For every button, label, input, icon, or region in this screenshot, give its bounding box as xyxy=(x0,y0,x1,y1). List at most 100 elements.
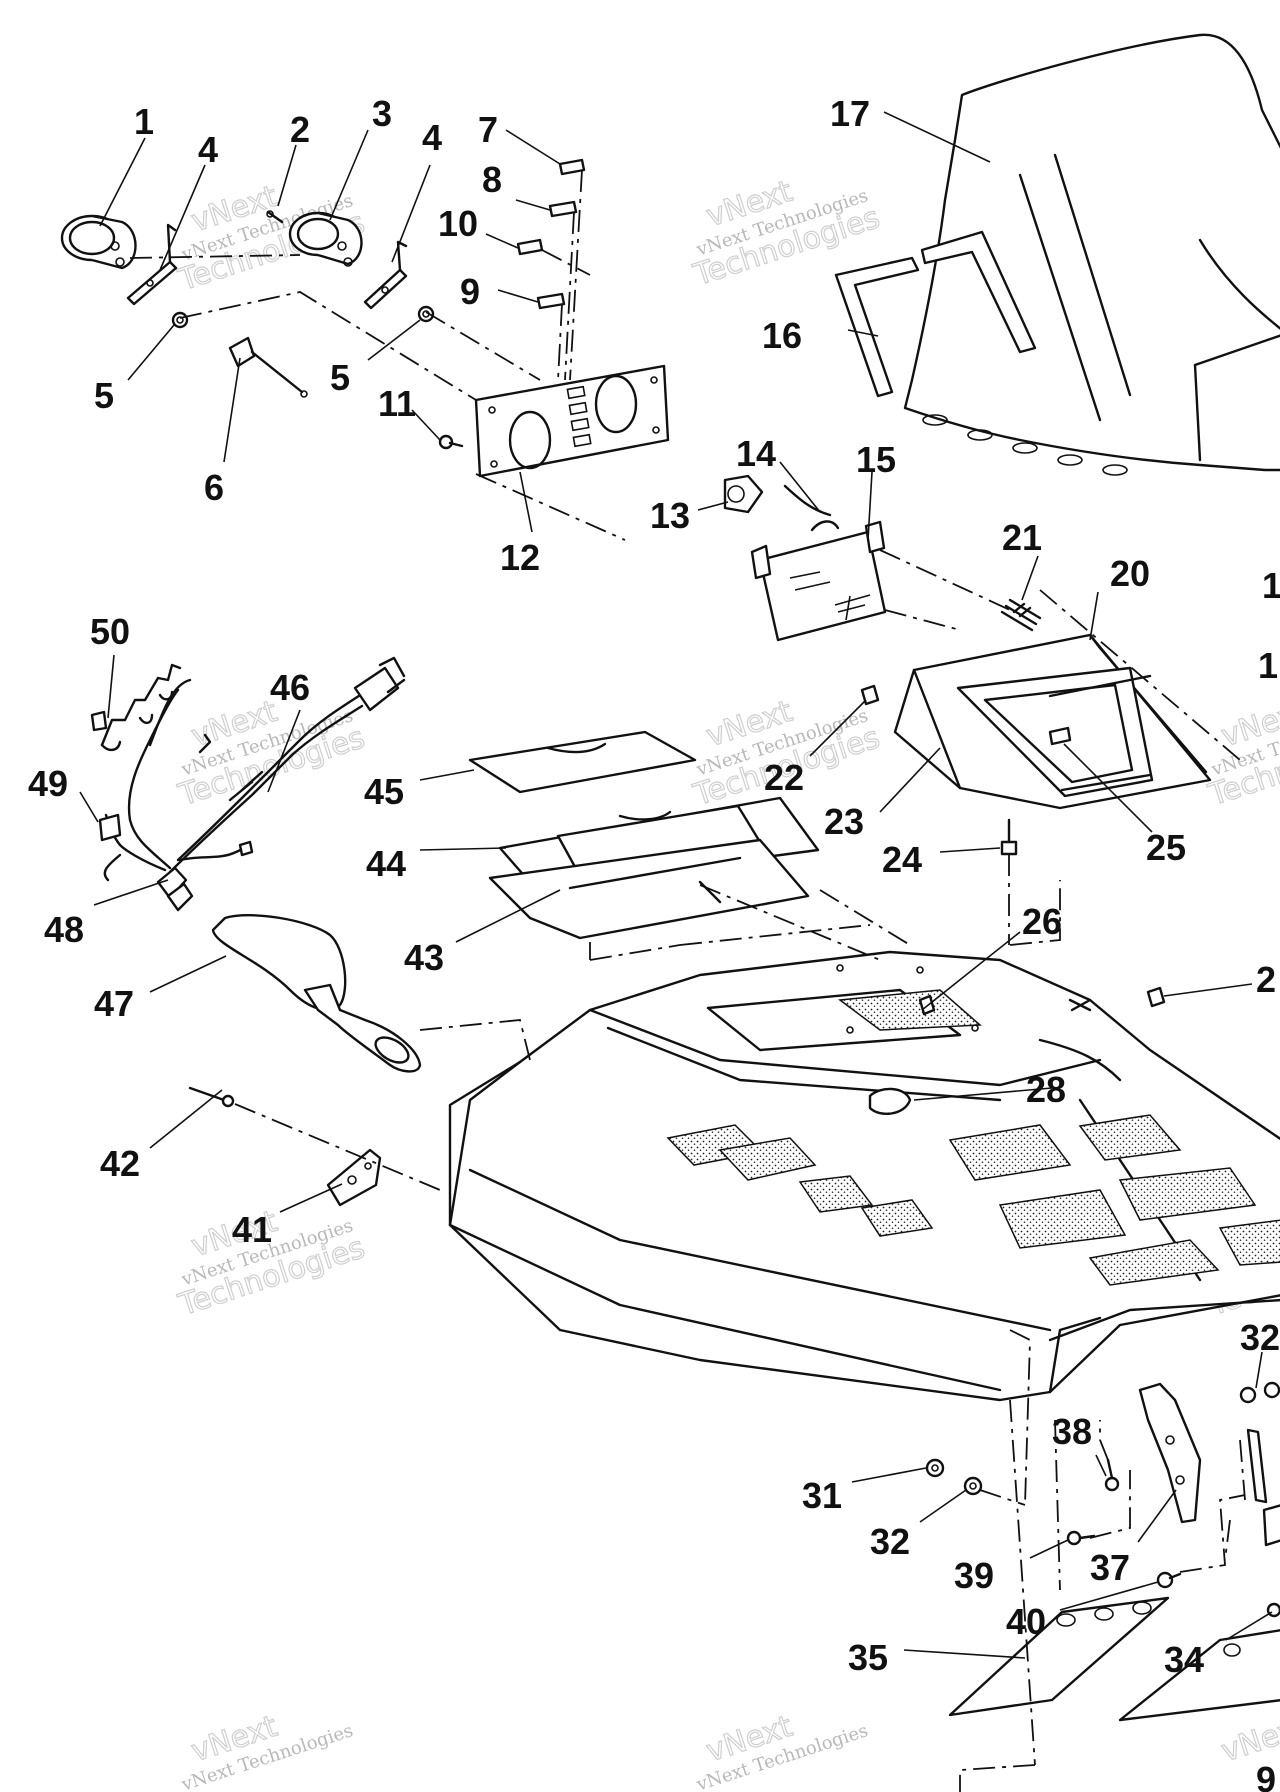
wiring-harness xyxy=(90,656,406,912)
edge-callout-2: 2 xyxy=(1256,959,1276,1000)
screw-38 xyxy=(1104,1458,1120,1492)
gauge-bracket-right xyxy=(363,240,408,310)
callout-49: 49 xyxy=(28,763,68,804)
pod-clip xyxy=(860,684,880,706)
callout-16: 16 xyxy=(762,315,802,356)
panel-screw xyxy=(438,434,464,450)
hood-hinge-bracket xyxy=(1138,1382,1202,1524)
callout-13: 13 xyxy=(650,495,690,536)
callout-15: 15 xyxy=(856,439,896,480)
bulb-connector xyxy=(783,484,840,532)
skid-plate-right xyxy=(1118,1629,1280,1722)
callout-8: 8 xyxy=(482,159,502,200)
callout-32: 32 xyxy=(870,1521,910,1562)
callout-47: 47 xyxy=(94,983,134,1024)
indicator-lights xyxy=(516,158,591,381)
callout-11: 11 xyxy=(378,383,416,424)
callout-32b: 32 xyxy=(1240,1317,1280,1358)
callout-2: 2 xyxy=(290,109,310,150)
mirror xyxy=(211,914,422,1073)
watermark: vNext vNext Technologies xyxy=(178,1708,356,1792)
callout-21: 21 xyxy=(1002,517,1042,558)
spring xyxy=(1000,598,1042,632)
callout-24: 24 xyxy=(882,839,922,880)
callout-46: 46 xyxy=(270,667,310,708)
callout-22: 22 xyxy=(764,757,804,798)
washer-31 xyxy=(925,1458,945,1478)
watermark: vNext vNext Technologies Technologies xyxy=(1203,693,1280,814)
callout-23: 23 xyxy=(824,801,864,842)
callout-labels: 1 2 3 4 4 5 5 6 7 8 9 10 11 12 13 14 15 … xyxy=(28,93,1280,1792)
hood-pin xyxy=(188,1086,235,1108)
callout-40: 40 xyxy=(1006,1601,1046,1642)
watermark: vNext vNext Technologies Technologies xyxy=(173,693,369,814)
callout-17: 17 xyxy=(830,93,870,134)
callout-12: 12 xyxy=(500,537,540,578)
decal-right xyxy=(920,230,1037,354)
callout-20: 20 xyxy=(1110,553,1150,594)
callout-5: 5 xyxy=(94,375,114,416)
nut-left xyxy=(171,311,189,329)
decal-left xyxy=(834,256,920,398)
edge-callout-1: 1 xyxy=(1262,565,1280,606)
callout-42: 42 xyxy=(100,1143,140,1184)
callout-9: 9 xyxy=(460,271,480,312)
pod-nut xyxy=(1048,726,1072,746)
hood xyxy=(448,950,1280,1402)
callout-35: 35 xyxy=(848,1637,888,1678)
mirror-dash-line xyxy=(419,1019,531,1061)
callout-37: 37 xyxy=(1090,1547,1130,1588)
instrument-panel xyxy=(474,364,670,478)
console-tray xyxy=(488,838,810,940)
headlight-bulb xyxy=(723,474,764,514)
callout-34: 34 xyxy=(1164,1639,1204,1680)
callout-7: 7 xyxy=(478,109,498,150)
headlight-dash-lines xyxy=(879,549,1241,761)
windshield xyxy=(903,33,1280,476)
pin-dash-line xyxy=(234,1103,441,1191)
callout-39: 39 xyxy=(954,1555,994,1596)
callout-25: 25 xyxy=(1146,827,1186,868)
callout-4: 4 xyxy=(198,129,218,170)
headlight-housing xyxy=(750,520,887,642)
callout-10: 10 xyxy=(438,203,478,244)
callout-45: 45 xyxy=(364,771,404,812)
edge-callout-1b: 1 xyxy=(1258,645,1278,686)
callout-4b: 4 xyxy=(422,117,442,158)
hood-dash-lines xyxy=(589,854,1061,961)
screw-40 xyxy=(1156,1571,1182,1589)
console-top-panel xyxy=(468,730,697,794)
callout-3: 3 xyxy=(372,93,392,134)
pod-bolt xyxy=(1000,818,1018,856)
callout-14: 14 xyxy=(736,433,776,474)
callout-43: 43 xyxy=(404,937,444,978)
callout-31: 31 xyxy=(802,1475,842,1516)
right-nuts xyxy=(1239,1381,1280,1618)
washer-32 xyxy=(963,1476,983,1496)
callout-44: 44 xyxy=(366,843,406,884)
hood-bracket xyxy=(326,1148,382,1207)
callout-6: 6 xyxy=(204,467,224,508)
watermark: vNext vNext Technologies xyxy=(693,1708,871,1792)
callout-5b: 5 xyxy=(330,357,350,398)
callout-38: 38 xyxy=(1052,1411,1092,1452)
edge-callout-9: 9 xyxy=(1256,1759,1276,1792)
callout-48: 48 xyxy=(44,909,84,950)
skid-plate-left xyxy=(948,1596,1170,1717)
leader-lines xyxy=(79,111,1273,1659)
callout-28: 28 xyxy=(1026,1069,1066,1110)
gauge-3 xyxy=(288,211,363,267)
panel-dash-lines xyxy=(129,254,626,541)
callout-50: 50 xyxy=(90,611,130,652)
callout-26: 26 xyxy=(1022,901,1062,942)
hood-fastener-right xyxy=(1146,986,1166,1008)
key-switch xyxy=(228,336,308,398)
gauge-bulb xyxy=(266,210,284,224)
screw-39 xyxy=(1066,1530,1096,1546)
callout-1: 1 xyxy=(134,101,154,142)
gauge-1 xyxy=(60,214,137,270)
lower-dash-lines xyxy=(959,1329,1246,1792)
callout-41: 41 xyxy=(232,1209,272,1250)
headlight-pod xyxy=(893,633,1212,810)
